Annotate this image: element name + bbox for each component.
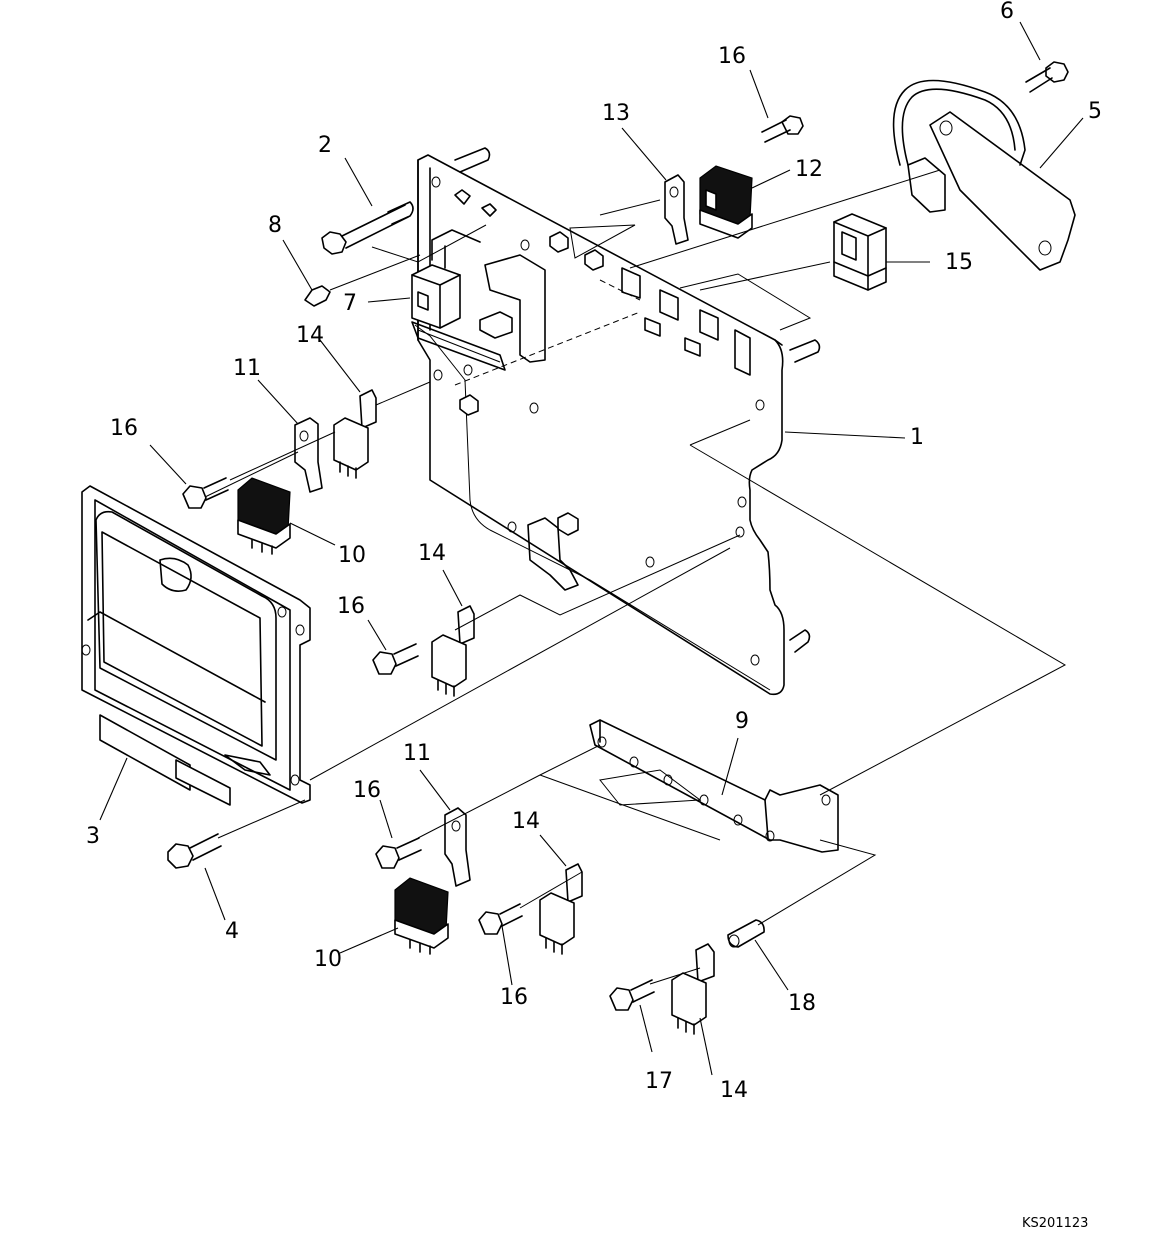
spacer-18 (727, 919, 765, 948)
ecu-bolt (167, 833, 222, 869)
bolt-16-lower (375, 837, 422, 869)
pin-connector (304, 285, 331, 307)
callout-13: 13 (602, 101, 630, 126)
relay-large-lower (394, 877, 449, 955)
callout-8: 8 (268, 213, 282, 238)
small-relay-4 (671, 943, 715, 1035)
bolt-16-left (182, 477, 229, 509)
plate-connector (411, 189, 497, 329)
callout-10-lower: 10 (314, 947, 342, 972)
bolt-17 (609, 979, 655, 1011)
controller-unit (81, 485, 311, 806)
callout-16-mid: 16 (337, 594, 365, 619)
bolt-16-bottom (478, 903, 523, 935)
callout-1: 1 (910, 425, 924, 450)
bolt-16-top (761, 115, 804, 143)
callout-10-upper: 10 (338, 543, 366, 568)
callout-3: 3 (86, 824, 100, 849)
drawing-code: KS201123 (1022, 1216, 1088, 1231)
harness-bolt (1025, 61, 1069, 93)
small-relay-2 (431, 605, 475, 697)
callout-16-bottom: 16 (500, 985, 528, 1010)
small-relay-1 (333, 389, 377, 479)
callout-17: 17 (645, 1069, 673, 1094)
callout-14-c: 14 (512, 809, 540, 834)
callout-4: 4 (225, 919, 239, 944)
leader-lines (99, 21, 1084, 1076)
callout-16-left: 16 (110, 416, 138, 441)
long-bolt (321, 201, 414, 255)
callout-14-d: 14 (720, 1078, 748, 1103)
callout-11-lower: 11 (403, 741, 431, 766)
callout-2: 2 (318, 133, 332, 158)
lower-bracket (589, 719, 839, 853)
callout-14-b: 14 (418, 541, 446, 566)
relay-bracket-upper (294, 417, 323, 493)
callout-18: 18 (788, 991, 816, 1016)
relay-large-upper (237, 477, 291, 555)
harness-bracket (892, 79, 1076, 271)
callout-labels: 1 2 3 4 5 6 7 8 9 10 10 11 11 12 13 14 1… (86, 0, 1102, 1103)
relay-bracket-13 (664, 174, 689, 245)
callout-12: 12 (795, 157, 823, 182)
callout-15: 15 (945, 250, 973, 275)
connector-15 (833, 213, 887, 291)
callout-14-a: 14 (296, 323, 324, 348)
assembly-lines (204, 169, 1067, 985)
callout-16-lower: 16 (353, 778, 381, 803)
bolt-16-mid (372, 643, 419, 675)
relay-12 (699, 165, 753, 239)
callout-6: 6 (1000, 0, 1014, 24)
callout-16-top: 16 (718, 44, 746, 69)
main-bracket-plate (411, 147, 821, 696)
callout-5: 5 (1088, 99, 1102, 124)
callout-7: 7 (343, 291, 357, 316)
relay-bracket-lower (444, 807, 471, 887)
callout-11-upper: 11 (233, 356, 261, 381)
small-relay-3 (539, 863, 583, 955)
callout-9: 9 (735, 709, 749, 734)
